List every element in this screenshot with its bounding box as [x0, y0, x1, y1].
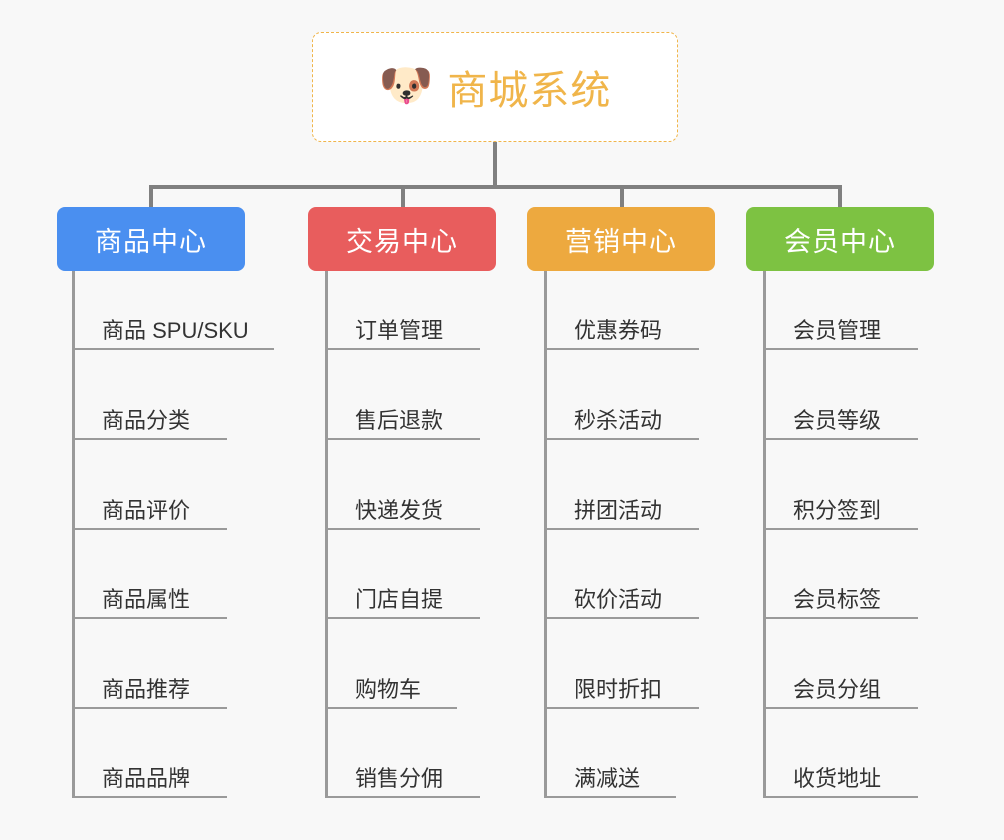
root-node[interactable]: 🐶 商城系统 — [312, 32, 678, 142]
category-header-label: 交易中心 — [346, 226, 458, 257]
leaf-item-label: 会员标签 — [793, 587, 882, 612]
leaf-underline — [544, 796, 676, 798]
leaf-underline — [763, 528, 918, 530]
leaf-item-label: 会员管理 — [793, 318, 882, 343]
connector-drop-member-center — [838, 185, 842, 208]
leaf-item-label: 满减送 — [574, 766, 641, 791]
leaf-item-label: 会员等级 — [793, 408, 882, 433]
leaf-underline — [325, 617, 480, 619]
leaf-item-label: 拼团活动 — [574, 498, 663, 523]
category-header-trade-center[interactable]: 交易中心 — [308, 207, 496, 271]
leaf-underline — [544, 348, 699, 350]
leaf-item-label: 售后退款 — [355, 408, 444, 433]
leaf-item-label: 会员分组 — [793, 677, 882, 702]
category-header-product-center[interactable]: 商品中心 — [57, 207, 245, 271]
leaf-underline — [544, 617, 699, 619]
leaf-underline — [763, 796, 918, 798]
leaf-underline — [325, 438, 480, 440]
leaf-underline — [763, 617, 918, 619]
leaf-item-label: 门店自提 — [355, 587, 444, 612]
column-spine-product-center — [72, 271, 75, 798]
leaf-item-label: 销售分佣 — [355, 766, 444, 791]
leaf-item-label: 购物车 — [355, 677, 422, 702]
connector-horizontal-bus — [150, 185, 840, 189]
connector-drop-marketing-center — [620, 185, 624, 208]
category-header-member-center[interactable]: 会员中心 — [746, 207, 934, 271]
leaf-item-label: 砍价活动 — [574, 587, 663, 612]
leaf-item-label: 商品推荐 — [102, 677, 191, 702]
category-header-label: 会员中心 — [784, 226, 896, 257]
column-spine-member-center — [763, 271, 766, 798]
leaf-underline — [544, 528, 699, 530]
leaf-item-label: 商品属性 — [102, 587, 191, 612]
category-header-label: 营销中心 — [565, 226, 677, 257]
leaf-underline — [325, 707, 457, 709]
category-header-marketing-center[interactable]: 营销中心 — [527, 207, 715, 271]
column-spine-trade-center — [325, 271, 328, 798]
leaf-item-label: 订单管理 — [355, 318, 444, 343]
leaf-underline — [72, 707, 227, 709]
leaf-underline — [72, 528, 227, 530]
leaf-underline — [763, 707, 918, 709]
leaf-item-label: 收货地址 — [793, 766, 882, 791]
leaf-item-label: 积分签到 — [793, 498, 882, 523]
connector-drop-trade-center — [401, 185, 405, 208]
leaf-underline — [544, 707, 699, 709]
leaf-underline — [763, 438, 918, 440]
leaf-item-label: 商品分类 — [102, 408, 191, 433]
leaf-item-label: 限时折扣 — [574, 677, 663, 702]
leaf-underline — [325, 348, 480, 350]
leaf-underline — [325, 528, 480, 530]
shiba-dog-face-icon: 🐶 — [378, 61, 434, 110]
leaf-underline — [72, 796, 227, 798]
leaf-item-label: 商品品牌 — [102, 766, 191, 791]
column-spine-marketing-center — [544, 271, 547, 798]
root-node-title: 商城系统 — [447, 69, 612, 113]
category-header-label: 商品中心 — [95, 226, 207, 257]
leaf-underline — [763, 348, 918, 350]
leaf-item-label: 商品评价 — [102, 498, 191, 523]
leaf-item-label: 优惠券码 — [574, 318, 663, 343]
leaf-item-label: 快递发货 — [355, 498, 444, 523]
leaf-item-label: 秒杀活动 — [574, 408, 663, 433]
leaf-underline — [325, 796, 480, 798]
leaf-underline — [72, 617, 227, 619]
leaf-underline — [72, 438, 227, 440]
leaf-underline — [544, 438, 699, 440]
leaf-item-label: 商品 SPU/SKU — [102, 318, 249, 343]
connector-drop-product-center — [149, 185, 153, 208]
leaf-underline — [72, 348, 274, 350]
connector-root-stub — [493, 142, 497, 186]
